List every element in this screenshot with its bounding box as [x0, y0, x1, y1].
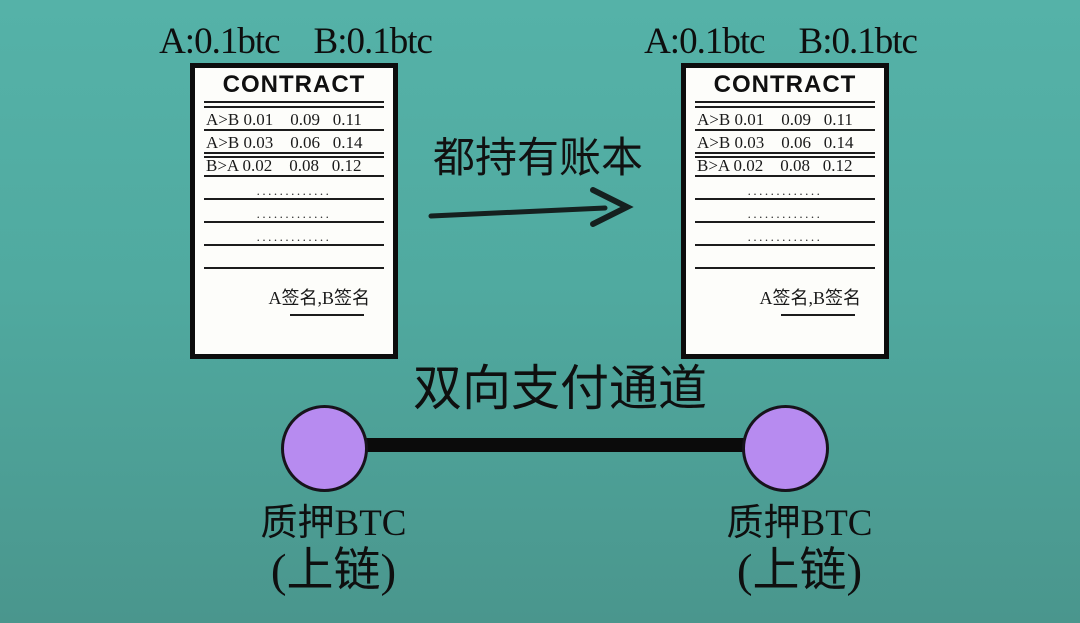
balance-a-right: A:0.1btc	[644, 21, 765, 62]
contract-document-right: CONTRACT A>B 0.01 0.09 0.11 A>B 0.03 0.0…	[681, 63, 889, 359]
right-arrow-icon	[428, 187, 634, 227]
node-label-right: 质押BTC (上链)	[692, 503, 907, 597]
balance-b-left: B:0.1btc	[313, 21, 433, 62]
pledge-btc-label: 质押BTC	[726, 503, 873, 544]
ledger-row-text: A>B 0.01 0.09 0.11	[206, 110, 362, 129]
ledger-row: A>B 0.03 0.06 0.14	[204, 131, 384, 158]
dots-row: .............	[204, 177, 384, 200]
dots-row: .............	[695, 223, 875, 246]
dots-row: .............	[695, 200, 875, 223]
ledger-row: A>B 0.01 0.09 0.11	[204, 108, 384, 131]
ledger-row-text: A>B 0.03 0.06 0.14	[206, 133, 363, 152]
ledger-row-text: B>A 0.02 0.08 0.12	[206, 156, 362, 175]
balance-labels-right: A:0.1btc B:0.1btc	[613, 20, 948, 63]
contract-title: CONTRACT	[713, 71, 857, 98]
empty-row	[695, 246, 875, 269]
ledger-arrow-group: 都持有账本	[423, 136, 653, 230]
ledger-row-text: A>B 0.01 0.09 0.11	[697, 110, 853, 129]
on-chain-label: (上链)	[270, 545, 397, 597]
title-divider	[695, 101, 875, 108]
channel-line	[322, 438, 784, 452]
dots-row: .............	[204, 223, 384, 246]
balance-labels-left: A:0.1btc B:0.1btc	[128, 20, 463, 63]
ledger-row: B>A 0.02 0.08 0.12	[695, 154, 875, 177]
empty-row	[204, 246, 384, 269]
channel-title: 双向支付通道	[412, 361, 707, 416]
node-label-left: 质押BTC (上链)	[226, 503, 441, 597]
dots-row: .............	[695, 177, 875, 200]
title-divider	[204, 101, 384, 108]
ledger-row: A>B 0.03 0.06 0.14	[695, 131, 875, 158]
contract-title: CONTRACT	[222, 71, 366, 98]
signature-underline	[290, 314, 364, 316]
balance-b-right: B:0.1btc	[798, 21, 918, 62]
ledger-row: B>A 0.02 0.08 0.12	[204, 154, 384, 177]
dots-row: .............	[204, 200, 384, 223]
ledger-row-text: A>B 0.03 0.06 0.14	[697, 133, 854, 152]
ledger-row-text: B>A 0.02 0.08 0.12	[697, 156, 853, 175]
signature-text: A签名,B签名	[759, 288, 861, 308]
node-circle-right	[742, 405, 829, 492]
signature-text: A签名,B签名	[268, 288, 370, 308]
on-chain-label: (上链)	[736, 545, 863, 597]
ledger-row: A>B 0.01 0.09 0.11	[695, 108, 875, 131]
arrow-label: 都持有账本	[432, 136, 643, 182]
pledge-btc-label: 质押BTC	[260, 503, 407, 544]
node-circle-left	[281, 405, 368, 492]
contract-document-left: CONTRACT A>B 0.01 0.09 0.11 A>B 0.03 0.0…	[190, 63, 398, 359]
signature-underline	[781, 314, 855, 316]
balance-a-left: A:0.1btc	[159, 21, 280, 62]
